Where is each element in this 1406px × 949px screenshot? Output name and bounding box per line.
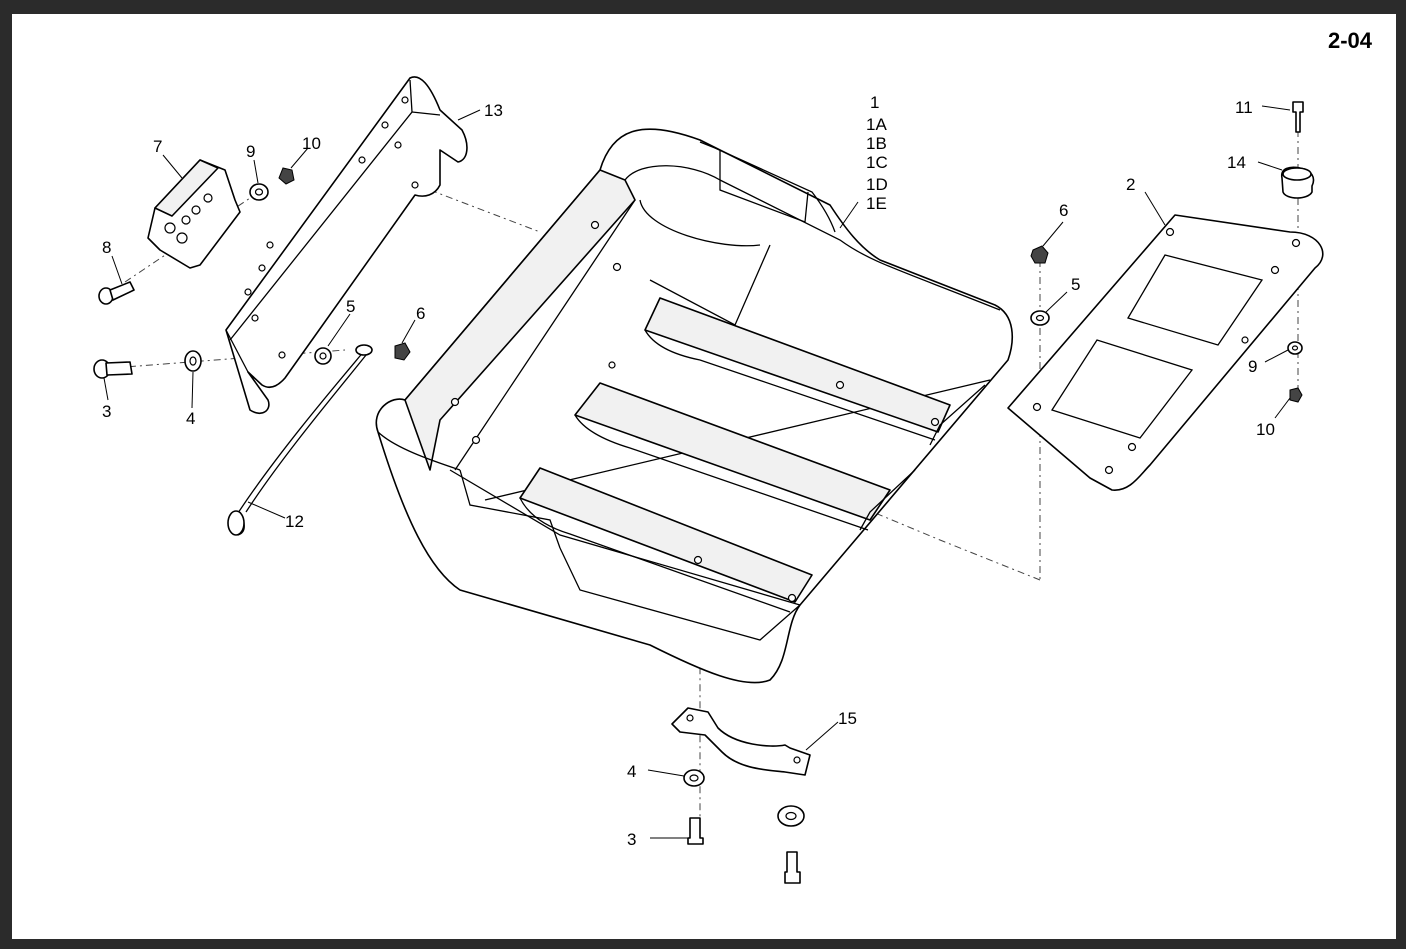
callout-3-bottom: 3 xyxy=(627,830,636,849)
callout-13: 13 xyxy=(484,101,503,120)
callout-11: 11 xyxy=(1235,98,1253,117)
right-hardware xyxy=(1030,101,1315,403)
callout-5-left: 5 xyxy=(346,297,355,316)
callout-3-left: 3 xyxy=(102,402,111,421)
callout-15: 15 xyxy=(838,709,857,728)
parts-sheet: 2-04 xyxy=(12,14,1396,939)
callout-10-left: 10 xyxy=(302,134,321,153)
part-2-mounting-plate xyxy=(1007,214,1324,491)
callout-1a: 1A xyxy=(866,115,887,134)
bottom-hardware xyxy=(683,769,805,884)
callout-1e: 1E xyxy=(866,194,887,213)
callout-10-right: 10 xyxy=(1256,420,1275,439)
callout-6-left: 6 xyxy=(416,304,425,323)
callout-5-right: 5 xyxy=(1071,275,1080,294)
left-hardware xyxy=(93,167,411,379)
part-12-cable xyxy=(227,344,373,536)
page-number: 2-04 xyxy=(1327,28,1372,53)
part-1-tray xyxy=(375,128,1013,684)
callout-7: 7 xyxy=(153,137,162,156)
callout-12: 12 xyxy=(285,512,304,531)
callout-1b: 1B xyxy=(866,134,887,153)
callout-1d: 1D xyxy=(866,175,888,194)
part-15-clamp xyxy=(671,707,811,776)
exploded-parts-diagram: 1 1A 1B 1C 1D 1E 2 3 3 4 4 5 5 6 6 7 8 9… xyxy=(93,76,1324,884)
part-8-bolt xyxy=(98,281,135,305)
callout-14: 14 xyxy=(1227,153,1246,172)
callout-1c: 1C xyxy=(866,153,888,172)
part-13-side-bracket xyxy=(225,76,468,415)
callout-4-bottom: 4 xyxy=(627,762,636,781)
leader-lines xyxy=(103,105,1291,839)
callout-9-left: 9 xyxy=(246,142,255,161)
callout-labels: 1 1A 1B 1C 1D 1E 2 3 3 4 4 5 5 6 6 7 8 9… xyxy=(102,93,1275,849)
callout-4-left: 4 xyxy=(186,409,195,428)
callout-9-right: 9 xyxy=(1248,357,1257,376)
callout-8: 8 xyxy=(102,238,111,257)
callout-6-right: 6 xyxy=(1059,201,1068,220)
part-7-hinge-block xyxy=(147,159,241,269)
callout-2: 2 xyxy=(1126,175,1135,194)
callout-1: 1 xyxy=(870,93,879,112)
